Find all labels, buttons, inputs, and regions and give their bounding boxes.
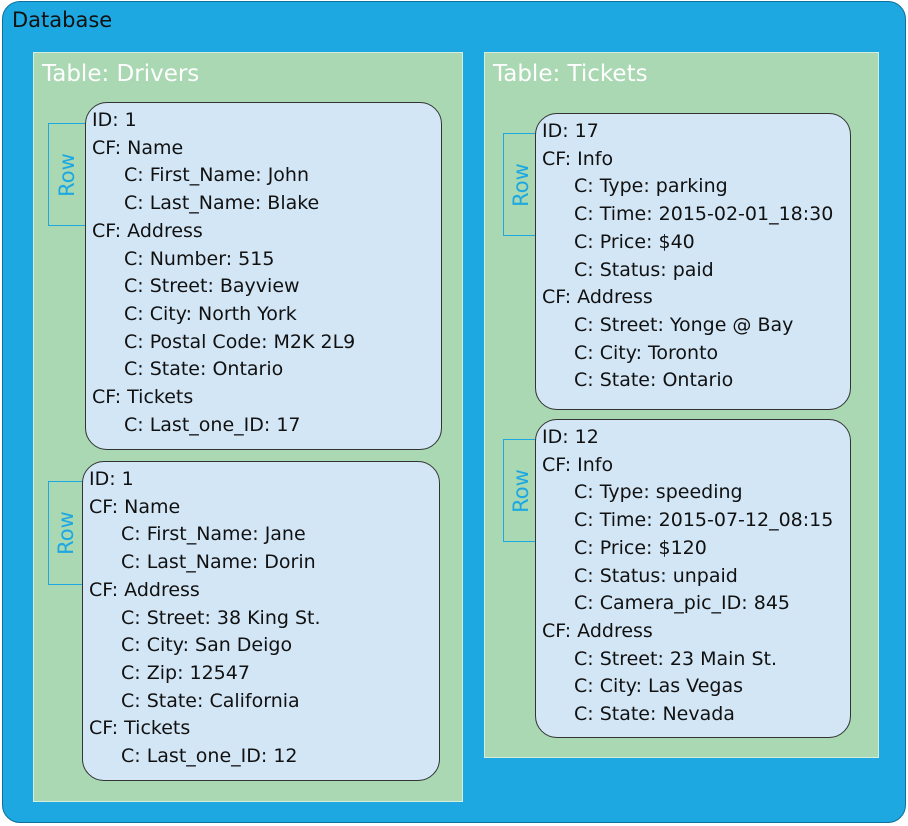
table-title: Table: Tickets [493, 61, 648, 87]
row-record: ID: 17 CF: Info C: Type: parking C: Time: 2… [535, 113, 851, 410]
column-family: CF: Tickets [92, 386, 194, 409]
row-lines: ID: 17 CF: Info C: Type: parking C: Time: 2… [542, 118, 833, 395]
row-record: ID: 12 CF: Info C: Type: speeding C: Time: … [535, 419, 851, 738]
column: C: State: California [121, 689, 300, 712]
row-id: ID: 17 [542, 120, 599, 142]
column: C: Zip: 12547 [121, 661, 250, 684]
column: C: Postal Code: M2K 2L9 [124, 330, 356, 353]
column: C: Time: 2015-07-12_08:15 [574, 509, 834, 532]
column-family: CF: Address [542, 619, 653, 642]
column: C: State: Ontario [124, 358, 284, 381]
column: C: Type: parking [574, 175, 728, 198]
row-lines: ID: 1 CF: Name C: First_Name: John C: Last_… [92, 107, 355, 439]
column-family: CF: Name [89, 495, 181, 518]
column: C: Type: speeding [574, 481, 743, 504]
row-tag: Row [48, 123, 86, 226]
row-tag-label: Row [55, 152, 79, 197]
column: C: Street: Yonge @ Bay [574, 313, 794, 336]
row-tag-label: Row [54, 511, 78, 555]
table-title: Table: Drivers [42, 61, 200, 87]
column: C: Camera_pic_ID: 845 [574, 592, 790, 615]
column-family: CF: Name [92, 136, 184, 159]
column-family: CF: Address [542, 286, 653, 309]
table-drivers: Table: Drivers Row ID: 1 CF: Name C: First… [33, 52, 463, 802]
table-tickets: Table: Tickets Row ID: 17 CF: Info C: Type… [484, 52, 879, 758]
column: C: Street: 38 King St. [121, 606, 321, 629]
row-lines: ID: 12 CF: Info C: Type: speeding C: Time: … [542, 424, 833, 729]
row-tag-label: Row [509, 468, 533, 513]
column: C: Last_one_ID: 17 [124, 413, 301, 436]
row-tag-label: Row [509, 162, 533, 207]
column: C: Price: $120 [574, 536, 707, 559]
column: C: City: North York [124, 302, 297, 325]
row-lines: ID: 1 CF: Name C: First_Name: Jane C: Last_… [89, 466, 321, 771]
row-tag: Row [48, 481, 84, 585]
column: C: Status: unpaid [574, 564, 738, 587]
column: C: City: Las Vegas [574, 675, 743, 698]
column: C: First_Name: Jane [121, 523, 306, 546]
row-record: ID: 1 CF: Name C: First_Name: Jane C: Last_… [82, 461, 440, 781]
column-family: CF: Tickets [89, 717, 191, 740]
row-id: ID: 1 [89, 468, 134, 490]
column: C: Status: paid [574, 258, 714, 281]
column: C: City: Toronto [574, 341, 719, 364]
column: C: Street: Bayview [124, 275, 300, 298]
column: C: Last_one_ID: 12 [121, 745, 298, 768]
row-id: ID: 1 [92, 109, 137, 131]
row-id: ID: 12 [542, 426, 599, 448]
column: C: Street: 23 Main St. [574, 647, 778, 670]
column: C: Last_Name: Blake [124, 192, 320, 215]
row-record: ID: 1 CF: Name C: First_Name: John C: Last_… [85, 102, 442, 450]
column-family: CF: Info [542, 453, 614, 476]
column: C: State: Nevada [574, 703, 735, 726]
column: C: Price: $40 [574, 230, 695, 253]
row-tag: Row [503, 439, 539, 542]
column: C: City: San Deigo [121, 634, 293, 657]
database-title: Database [12, 8, 113, 32]
column-family: CF: Info [542, 147, 614, 170]
column: C: Number: 515 [124, 247, 275, 270]
row-tag: Row [503, 133, 539, 236]
column: C: Last_Name: Dorin [121, 551, 316, 574]
column-family: CF: Address [92, 219, 203, 242]
column: C: Time: 2015-02-01_18:30 [574, 203, 834, 226]
column: C: First_Name: John [124, 164, 309, 187]
column: C: State: Ontario [574, 369, 734, 392]
column-family: CF: Address [89, 578, 200, 601]
